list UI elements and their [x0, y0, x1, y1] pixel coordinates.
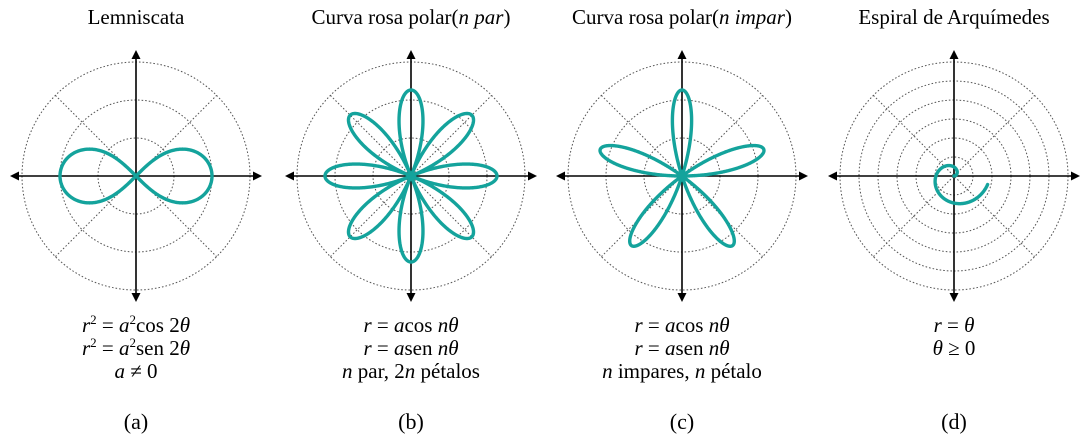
- panel-title: Lemniscata: [87, 5, 185, 29]
- equations: r = acos nθ r = asen nθ n par, 2n pétalo…: [275, 314, 547, 383]
- panel-title: Curva rosa polar(n impar): [572, 5, 792, 29]
- rose-even-curve: [323, 88, 499, 264]
- equation-line: r = θ: [933, 313, 975, 337]
- lemniscate-curve: [58, 147, 214, 205]
- axis-arrow-head: [949, 50, 959, 59]
- equation-line: r2 = a2cos 2θ: [81, 312, 191, 337]
- equation-line: a ≠ 0: [114, 359, 158, 383]
- equation-line: r = acos nθ: [634, 313, 730, 337]
- equation-line: r = acos nθ: [363, 313, 459, 337]
- axis-arrow-head: [131, 50, 141, 59]
- axis-arrow-head: [799, 171, 808, 181]
- panel-rose-odd: Curva rosa polar(n impar) r = acos nθ r …: [546, 0, 818, 444]
- panel-spiral: Espiral de Arquímedes r = θ θ ≥ 0 (d): [818, 0, 1089, 444]
- panel-title: Espiral de Arquímedes: [858, 5, 1050, 29]
- spiral-plot: [828, 50, 1080, 302]
- axis-arrow-head: [406, 293, 416, 302]
- axis-arrow-head: [949, 293, 959, 302]
- axis-arrow-head: [131, 293, 141, 302]
- panel-rose-even: Curva rosa polar(n par) r = acos nθ r = …: [275, 0, 547, 444]
- panel-tag: (b): [398, 409, 424, 434]
- equation-line: r = asen nθ: [634, 336, 730, 360]
- equation-line: r = asen nθ: [363, 336, 459, 360]
- rose-even-plot: [285, 50, 537, 302]
- equations: r2 = a2cos 2θ r2 = a2sen 2θ a ≠ 0: [0, 312, 272, 383]
- equation-line: r2 = a2sen 2θ: [81, 335, 191, 360]
- axis-arrow-head: [556, 171, 565, 181]
- axis-arrow-head: [10, 171, 19, 181]
- panel-tag: (a): [123, 409, 149, 434]
- axis-arrow-head: [677, 293, 687, 302]
- axis-arrow-head: [253, 171, 262, 181]
- axis-arrow-head: [285, 171, 294, 181]
- spiral-curve: [933, 163, 990, 206]
- rose-odd-curve: [598, 88, 766, 248]
- equations: r = acos nθ r = asen nθ n impares, n pét…: [546, 314, 818, 383]
- axis-arrow-head: [406, 50, 416, 59]
- equation-line: n impares, n pétalo: [602, 359, 762, 383]
- panel-lemniscate: Lemniscata r2 = a2cos 2θ r2 = a2sen 2θ a…: [0, 0, 272, 444]
- equation-line: n par, 2n pétalos: [342, 359, 480, 383]
- equations: r = θ θ ≥ 0: [818, 314, 1089, 360]
- axis-arrow-head: [677, 50, 687, 59]
- axis-arrow-head: [528, 171, 537, 181]
- equation-line: θ ≥ 0: [932, 336, 976, 360]
- panel-tag: (c): [669, 409, 695, 434]
- panel-tag: (d): [941, 409, 967, 434]
- axis-arrow-head: [1071, 171, 1080, 181]
- axis-arrow-head: [828, 171, 837, 181]
- panel-title: Curva rosa polar(n par): [311, 5, 511, 29]
- rose-odd-plot: [556, 50, 808, 302]
- lemniscate-plot: [10, 50, 262, 302]
